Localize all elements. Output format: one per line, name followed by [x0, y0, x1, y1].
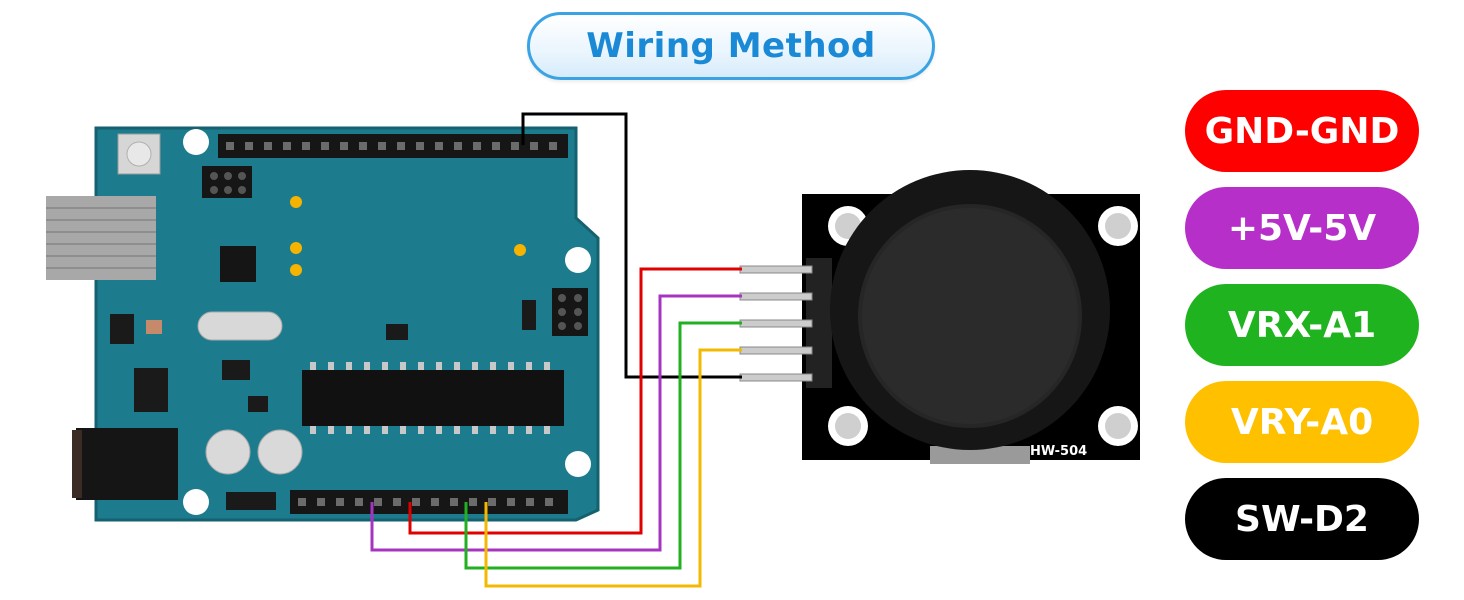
header-pin: [416, 142, 424, 150]
header-pin: [530, 142, 538, 150]
arduino-board: [46, 126, 600, 522]
header-pin: [469, 498, 477, 506]
digital-header-pins: [226, 142, 557, 150]
header-pin: [450, 498, 458, 506]
header-pin: [355, 498, 363, 506]
title-badge: Wiring Method: [527, 12, 935, 80]
header-pin: [359, 142, 367, 150]
header-pin: [431, 498, 439, 506]
header-pin: [545, 498, 553, 506]
analog-header-pins: [298, 498, 553, 506]
header-pin: [321, 142, 329, 150]
header-pin: [397, 142, 405, 150]
header-pin: [378, 142, 386, 150]
legend-item-5v: +5V-5V: [1185, 187, 1419, 269]
wire-red-gnd: [408, 267, 742, 535]
header-pin: [393, 498, 401, 506]
legend-item-vrx: VRX-A1: [1185, 284, 1419, 366]
header-pin: [302, 142, 310, 150]
header-pin: [374, 498, 382, 506]
header-pin: [283, 142, 291, 150]
module-label: HW-504: [1030, 444, 1087, 459]
legend: GND-GND +5V-5V VRX-A1 VRY-A0 SW-D2: [1185, 90, 1419, 575]
header-pin: [317, 498, 325, 506]
header-pin: [298, 498, 306, 506]
power-jack: [76, 428, 178, 500]
header-pin: [435, 142, 443, 150]
page-title: Wiring Method: [586, 26, 876, 66]
microcontroller-chip: [302, 370, 564, 426]
header-pin: [511, 142, 519, 150]
header-pin: [264, 142, 272, 150]
digital-header: [218, 134, 568, 158]
usb-chip: [220, 246, 256, 282]
module-pins: [739, 265, 813, 382]
wire-yellow-vry: [484, 348, 742, 588]
header-pin: [492, 142, 500, 150]
usb-connector: [46, 196, 156, 280]
header-pin: [226, 142, 234, 150]
legend-item-sw: SW-D2: [1185, 478, 1419, 560]
header-pin: [245, 142, 253, 150]
legend-item-vry: VRY-A0: [1185, 381, 1419, 463]
crystal: [197, 311, 283, 341]
header-pin: [473, 142, 481, 150]
wire-green-vrx: [464, 321, 742, 570]
header-pin: [549, 142, 557, 150]
header-pin: [340, 142, 348, 150]
header-pin: [336, 498, 344, 506]
header-pin: [507, 498, 515, 506]
wire-purple-5v: [370, 294, 742, 552]
header-pin: [412, 498, 420, 506]
header-pin: [454, 142, 462, 150]
wire-black-sw-d2: [521, 112, 742, 379]
wires: [370, 112, 742, 588]
joystick-module: HW-504: [802, 170, 1140, 464]
header-pin: [526, 498, 534, 506]
header-pin: [488, 498, 496, 506]
legend-item-gnd: GND-GND: [1185, 90, 1419, 172]
